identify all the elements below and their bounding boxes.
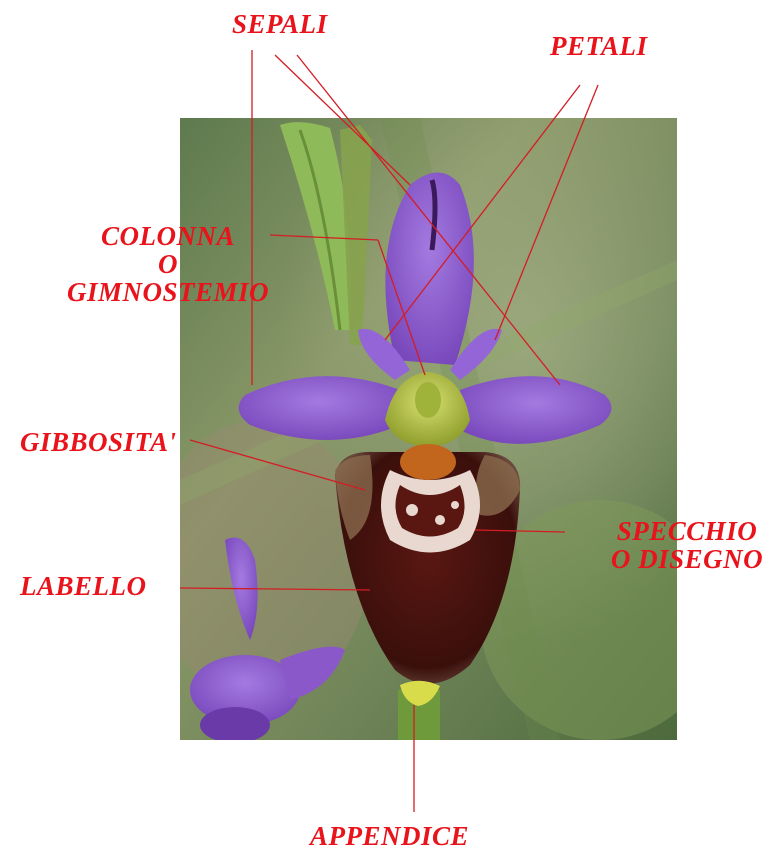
petali-leader-right bbox=[495, 85, 598, 340]
labello-leader bbox=[180, 588, 370, 590]
specchio-leader bbox=[475, 530, 565, 532]
label-specchio-line-2: O DISEGNO bbox=[596, 545, 778, 573]
label-specchio-line-1: SPECCHIO bbox=[596, 517, 778, 545]
label-sepali: SEPALI bbox=[232, 10, 328, 38]
label-appendice: APPENDICE bbox=[310, 822, 469, 850]
label-colonna-line-1: COLONNA bbox=[48, 222, 288, 250]
label-labello: LABELLO bbox=[20, 572, 147, 600]
label-colonna-line-3: GIMNOSTEMIO bbox=[48, 278, 288, 306]
sepali-leader-mid bbox=[275, 55, 410, 185]
label-gibbosita: GIBBOSITA' bbox=[20, 428, 177, 456]
petali-leader-left bbox=[385, 85, 580, 340]
colonna-leader-d bbox=[378, 240, 425, 375]
label-colonna: COLONNA O GIMNOSTEMIO bbox=[48, 222, 288, 306]
sepali-leader-right bbox=[297, 55, 560, 385]
label-petali: PETALI bbox=[550, 32, 648, 60]
label-specchio: SPECCHIO O DISEGNO bbox=[596, 517, 778, 573]
label-colonna-line-2: O bbox=[48, 250, 288, 278]
gibbosita-leader bbox=[190, 440, 365, 490]
